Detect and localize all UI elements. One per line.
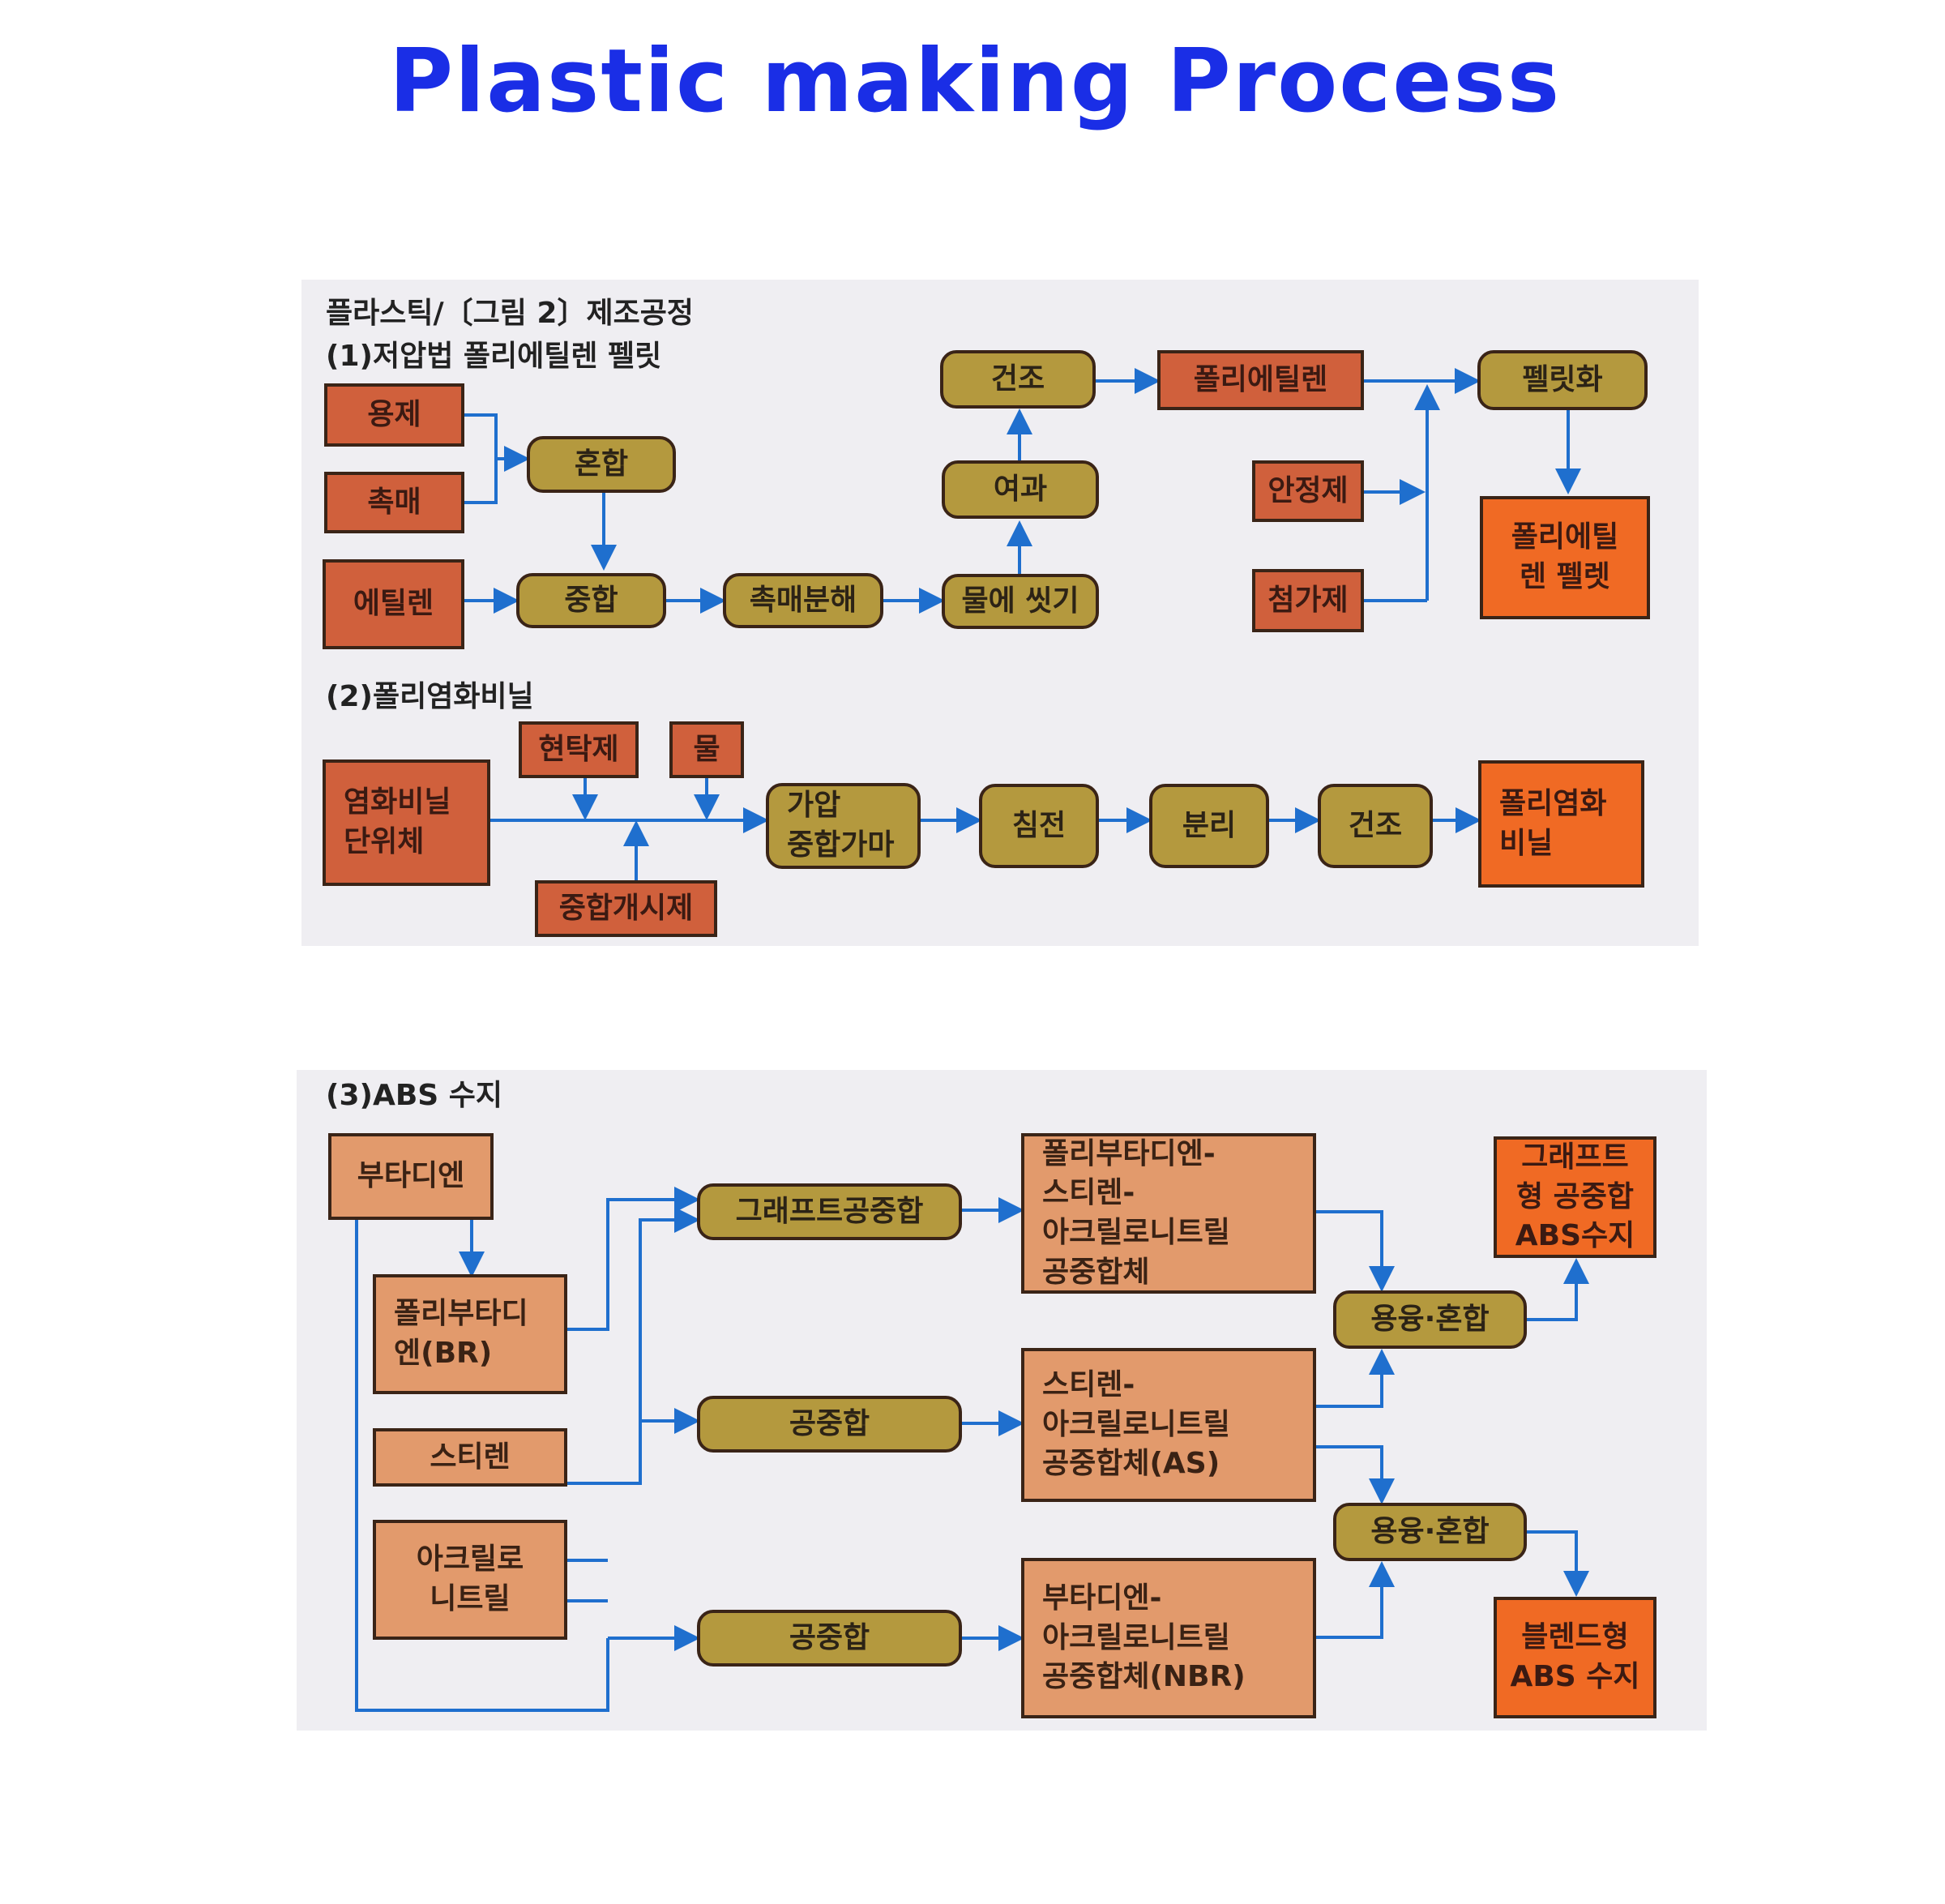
box-melt-blend-1: 용융·혼합 [1333, 1290, 1527, 1349]
box-drying-pvc: 건조 [1318, 784, 1433, 868]
box-polybutadiene: 폴리부타디 엔(BR) [373, 1274, 567, 1394]
box-polyethylene-pellet: 폴리에틸 렌 펠렛 [1480, 496, 1650, 619]
arrow-nbr-to-melt2 [1316, 1561, 1395, 1639]
box-ethylene: 에틸렌 [323, 559, 464, 649]
box-graft-copolymerization: 그래프트공중합 [697, 1183, 962, 1240]
box-additive: 첨가제 [1252, 569, 1364, 632]
arrow-pbsan-to-melt1 [1316, 1210, 1395, 1292]
arrow-san-to-melt1 [1316, 1349, 1395, 1408]
box-copolymerization-2: 공중합 [697, 1610, 962, 1667]
box-graft-abs-resin: 그래프트 형 공중합 ABS수지 [1494, 1136, 1656, 1258]
connector-catalyst [464, 459, 498, 504]
box-mixing: 혼합 [527, 436, 676, 493]
figure-heading: 플라스틱/〔그림 2〕제조공정 [326, 297, 694, 330]
arrow-to-graft-abs [1527, 1258, 1589, 1321]
box-blend-abs-resin: 블렌드형 ABS 수지 [1494, 1597, 1656, 1718]
box-water-wash: 물에 씻기 [942, 574, 1099, 629]
box-drying: 건조 [940, 350, 1096, 409]
box-pvc-product: 폴리염화 비닐 [1478, 760, 1644, 888]
arrow-san-to-melt2 [1316, 1445, 1395, 1504]
box-acrylonitrile: 아크릴로 니트릴 [373, 1520, 567, 1640]
box-pelletizing: 펠릿화 [1477, 350, 1648, 410]
box-sedimentation: 침전 [979, 784, 1099, 868]
box-polymerization-initiator: 중합개시제 [535, 880, 717, 937]
arrow-pb-to-graft [567, 1187, 700, 1331]
box-san-copolymer: 스티렌- 아크릴로니트릴 공중합체(AS) [1021, 1348, 1316, 1502]
page-title: Plastic making Process [389, 31, 1562, 132]
box-solvent: 용제 [324, 383, 464, 447]
box-catalyst-decomposition: 촉매분해 [723, 573, 883, 628]
arrow-styrene-to-graft [567, 1207, 700, 1485]
box-water: 물 [669, 721, 744, 778]
box-polyethylene: 폴리에틸렌 [1157, 350, 1364, 410]
box-filtration: 여과 [942, 460, 1099, 519]
box-vinyl-chloride-monomer: 염화비닐 단위체 [323, 759, 490, 886]
section-label-ldpe: (1)저압법 폴리에틸렌 펠릿 [326, 340, 662, 373]
box-butadiene: 부타디엔 [328, 1133, 494, 1220]
box-melt-blend-2: 용융·혼합 [1333, 1503, 1527, 1561]
section-label-abs: (3)ABS 수지 [326, 1079, 502, 1112]
box-polymerization: 중합 [516, 573, 666, 628]
connector-solvent [464, 413, 498, 459]
arrow-to-blend-abs [1527, 1530, 1589, 1597]
connector-butadiene-loop [355, 1220, 609, 1712]
box-separation: 분리 [1149, 784, 1269, 868]
section-label-pvc: (2)폴리염화비닐 [326, 680, 534, 713]
box-pressure-kettle: 가압 중합가마 [766, 783, 921, 869]
box-copolymerization-1: 공중합 [697, 1396, 962, 1453]
box-styrene: 스티렌 [373, 1428, 567, 1487]
box-pb-san-copolymer: 폴리부타디엔- 스티렌- 아크릴로니트릴 공중합체 [1021, 1133, 1316, 1294]
box-stabilizer: 안정제 [1252, 460, 1364, 522]
box-catalyst: 촉매 [324, 472, 464, 533]
box-suspending-agent: 현탁제 [519, 721, 639, 778]
box-nbr-copolymer: 부타디엔- 아크릴로니트릴 공중합체(NBR) [1021, 1558, 1316, 1718]
